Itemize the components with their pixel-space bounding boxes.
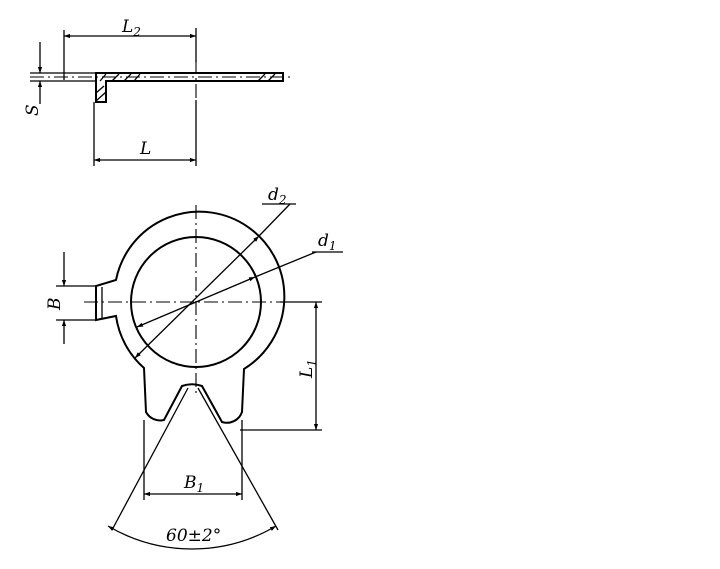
front-view: d2 d1 B L1 B1 60±2° (45, 185, 343, 550)
label-L2: L2 (121, 17, 141, 39)
label-angle: 60±2° (166, 526, 221, 546)
label-S: S (23, 104, 43, 116)
side-hatching (95, 73, 276, 102)
side-view: L2 L S (23, 17, 290, 166)
label-d1: d1 (318, 231, 337, 253)
label-L1: L1 (297, 359, 319, 379)
dimension-d2 (134, 235, 260, 359)
washer-outline (95, 210, 286, 424)
side-plate-outline (95, 72, 284, 103)
angle-arc (107, 525, 277, 550)
angle-extension-left (111, 387, 189, 531)
label-B: B (45, 298, 65, 312)
label-d2: d2 (268, 185, 287, 207)
angle-extension-right (197, 387, 279, 531)
label-L: L (139, 139, 151, 159)
dimension-d1 (136, 276, 256, 328)
label-B1: B1 (183, 473, 204, 495)
